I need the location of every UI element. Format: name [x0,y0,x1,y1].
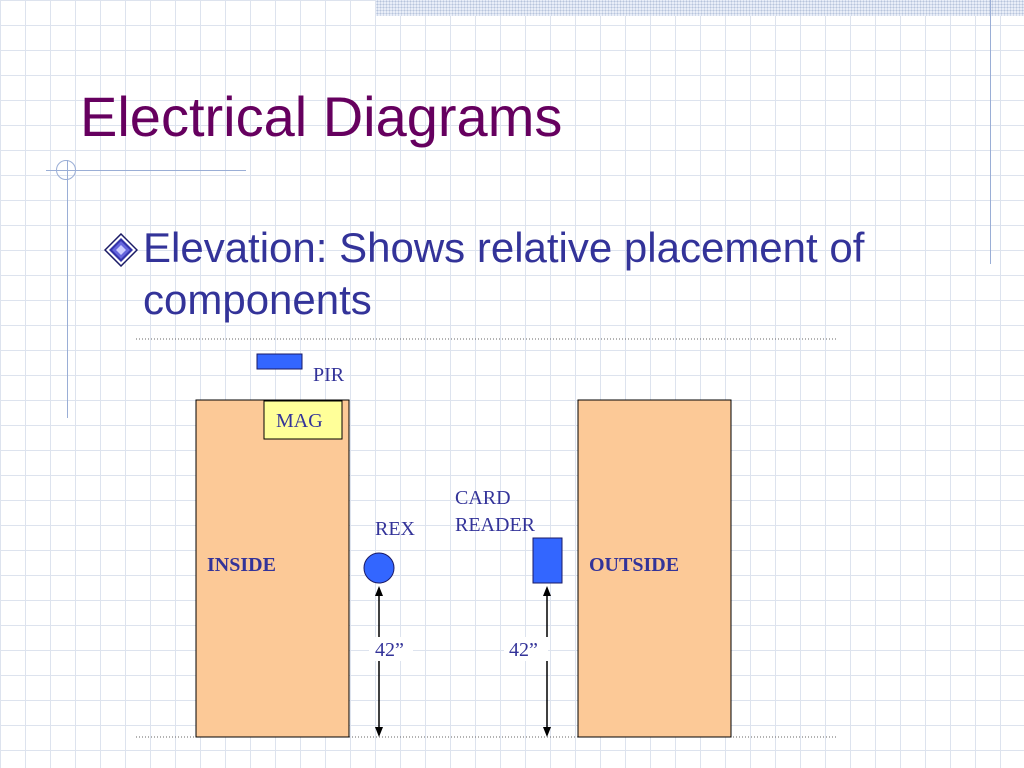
bullet-text: Elevation: Shows relative placement of c… [143,224,865,323]
pir-sensor [256,353,303,370]
decorative-rule-circle [56,160,76,180]
rex-button [363,552,395,584]
top-pattern-band [376,0,1024,16]
card-reader-label-line1: CARD [455,487,511,509]
card-reader-height-dimension-arrow [543,586,551,737]
rex-label: REX [375,518,416,540]
rex-height-dimension-arrow [375,586,383,737]
decorative-rule-right [990,0,991,264]
card-reader-height-label-bg [504,637,548,661]
outside-label: OUTSIDE [589,554,679,576]
diamond-bullet-icon [104,233,138,267]
card-reader-label-line2: READER [455,514,536,536]
inside-label: INSIDE [207,554,276,576]
card-reader [532,537,563,584]
card-reader-height-label: 42” [509,639,538,661]
pir-label: PIR [313,364,345,386]
outside-wall [577,399,732,738]
mag-label: MAG [276,410,323,432]
decorative-rule-horizontal [46,170,246,171]
decorative-rule-vertical [67,160,68,418]
rex-height-label: 42” [375,639,404,661]
mag-lock [263,400,343,440]
inside-wall [195,399,350,738]
slide-title: Electrical Diagrams [80,85,563,148]
rex-height-label-bg [369,637,413,661]
